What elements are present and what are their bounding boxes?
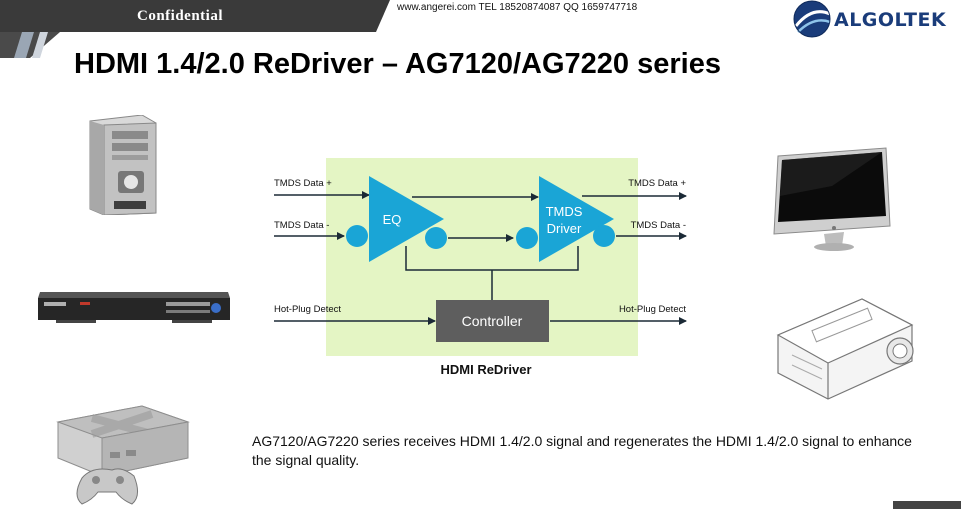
driver-label-line1: TMDS	[546, 204, 583, 219]
projector-icon	[776, 298, 914, 400]
output-data-minus-label: TMDS Data -	[631, 220, 686, 231]
eq-label: EQ	[383, 212, 402, 227]
controller-label: Controller	[462, 313, 523, 329]
eq-amplifier-triangle	[369, 176, 444, 262]
controller-block	[436, 300, 549, 342]
confidential-label: Confidential	[137, 8, 224, 24]
output-data-plus-label: TMDS Data +	[628, 178, 686, 189]
pc-tower-icon	[89, 115, 157, 215]
input-data-minus-label: TMDS Data -	[274, 220, 329, 231]
eq-output-node	[425, 227, 447, 249]
driver-output-node	[593, 225, 615, 247]
page-title: HDMI 1.4/2.0 ReDriver – AG7120/AG7220 se…	[74, 48, 721, 80]
diagram-caption: HDMI ReDriver	[440, 362, 531, 377]
input-data-plus-label: TMDS Data +	[274, 178, 332, 189]
monitor-icon	[773, 147, 891, 251]
output-hpd-label: Hot-Plug Detect	[619, 304, 686, 315]
logo-text: ALGOLTEK	[834, 9, 947, 31]
eq-input-node	[346, 225, 368, 247]
input-hpd-label: Hot-Plug Detect	[274, 304, 341, 315]
dvr-box-icon	[38, 292, 230, 323]
algoltek-logo	[793, 0, 831, 38]
driver-input-node	[516, 227, 538, 249]
contact-info: www.angerei.com TEL 18520874087 QQ 16597…	[397, 2, 638, 13]
description-text: AG7120/AG7220 series receives HDMI 1.4/2…	[252, 433, 912, 468]
driver-label-line2: Driver	[547, 221, 582, 236]
tmds-driver-triangle	[539, 176, 614, 262]
game-console-icon	[56, 405, 190, 505]
header-band	[0, 0, 390, 58]
corner-bar	[893, 501, 961, 509]
